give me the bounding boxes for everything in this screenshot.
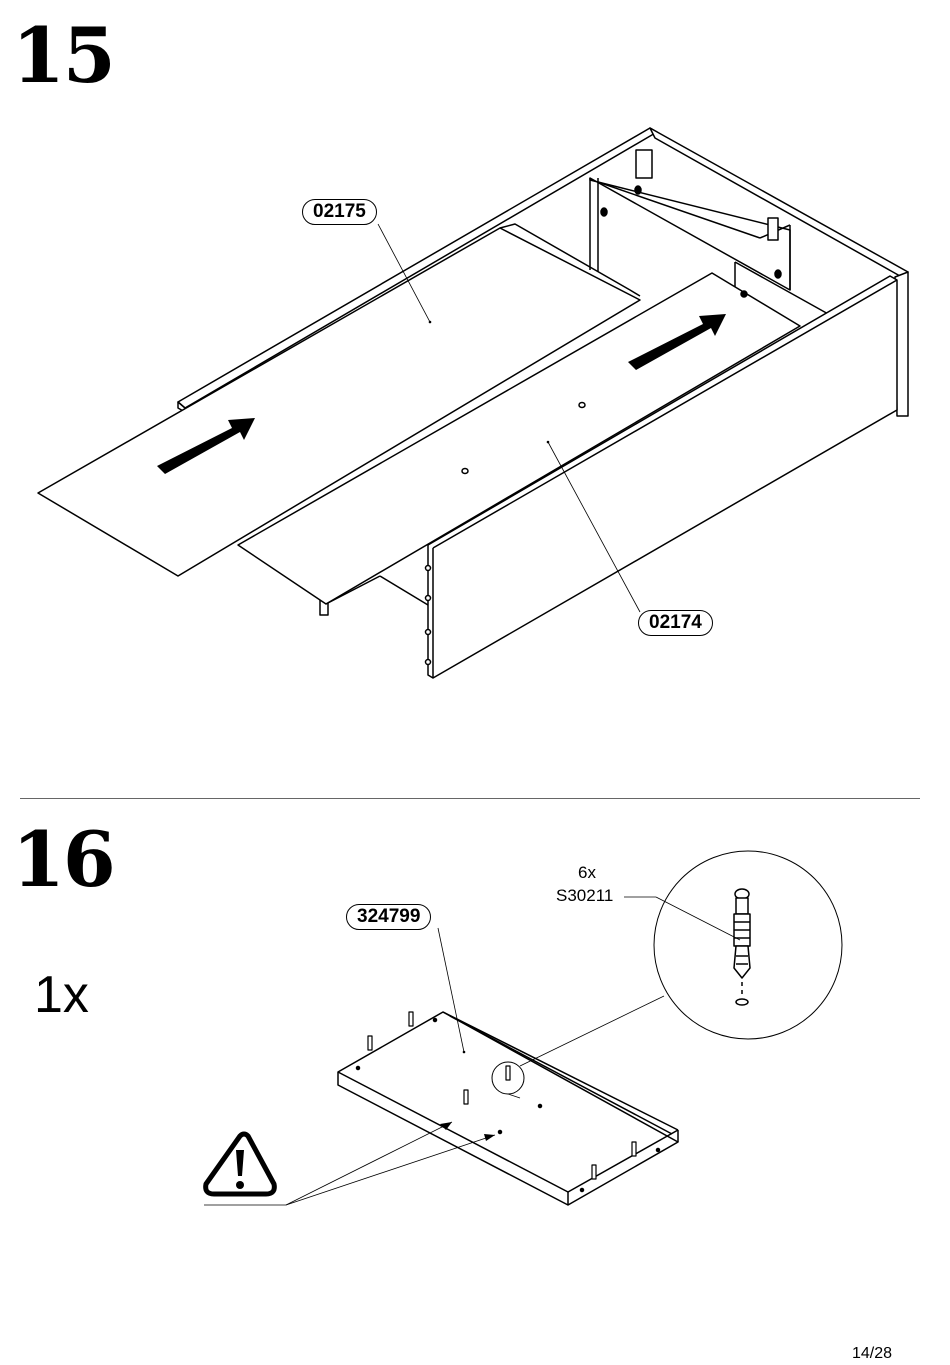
fitting-quantity: 6x — [578, 862, 596, 884]
warning-icon — [206, 1134, 275, 1194]
page-number: 14/28 — [852, 1345, 892, 1363]
fitting-code: S30211 — [556, 885, 613, 907]
part-label-324799: 324799 — [346, 904, 431, 930]
